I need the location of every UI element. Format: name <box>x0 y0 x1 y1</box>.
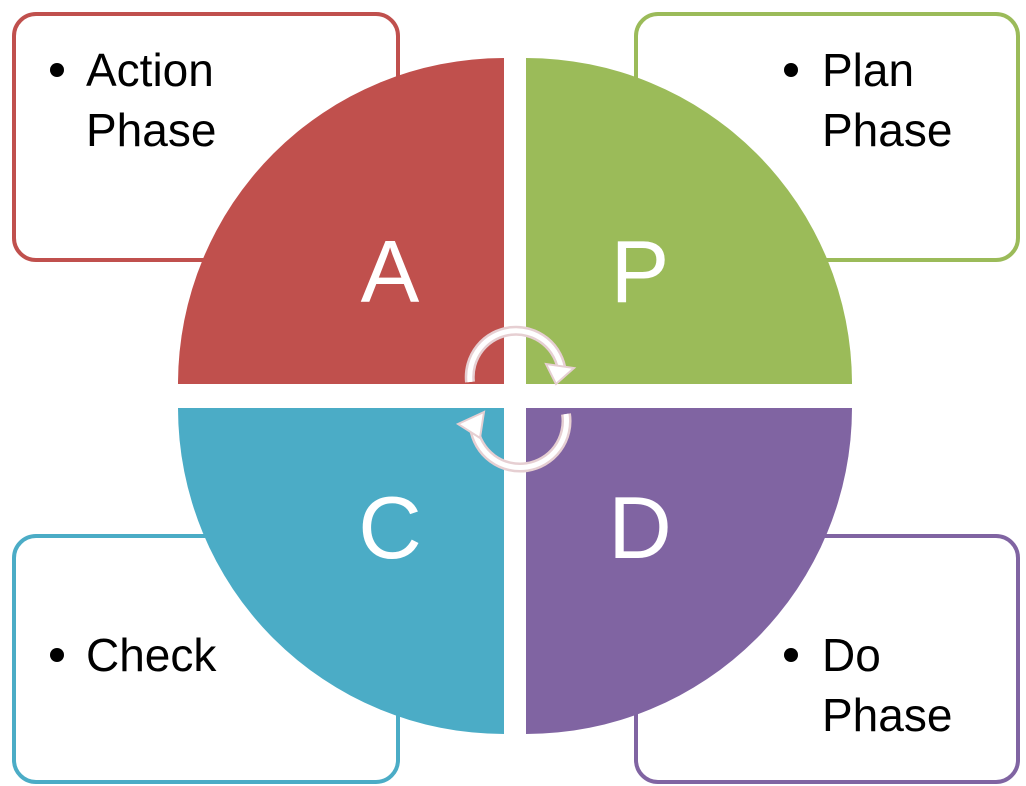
plan-bullet <box>784 63 798 77</box>
quadrant-letter-p: P <box>610 222 670 321</box>
do-bullet <box>784 648 798 662</box>
do-phase-label: Do Phase <box>822 629 953 741</box>
plan-phase-label: Plan Phase <box>822 44 953 156</box>
cycle-arrow-top-inner <box>467 328 565 383</box>
check-phase-label: Check <box>86 629 217 681</box>
check-bullet <box>50 648 64 662</box>
action-bullet <box>50 63 64 77</box>
quadrant-letter-c: C <box>358 478 422 577</box>
quadrant-letter-d: D <box>608 478 672 577</box>
check-quadrant <box>178 408 504 734</box>
action-phase-label: Action Phase <box>86 44 217 156</box>
cycle-arrow-bottom-inner <box>471 413 570 471</box>
cycle-arrowhead-right <box>544 362 577 386</box>
cycle-arrows <box>455 325 577 473</box>
quadrant-letter-a: A <box>360 222 420 321</box>
plan-quadrant <box>526 58 852 384</box>
do-quadrant <box>526 408 852 734</box>
cycle-arrowhead-left <box>455 410 486 440</box>
action-quadrant <box>178 58 504 384</box>
